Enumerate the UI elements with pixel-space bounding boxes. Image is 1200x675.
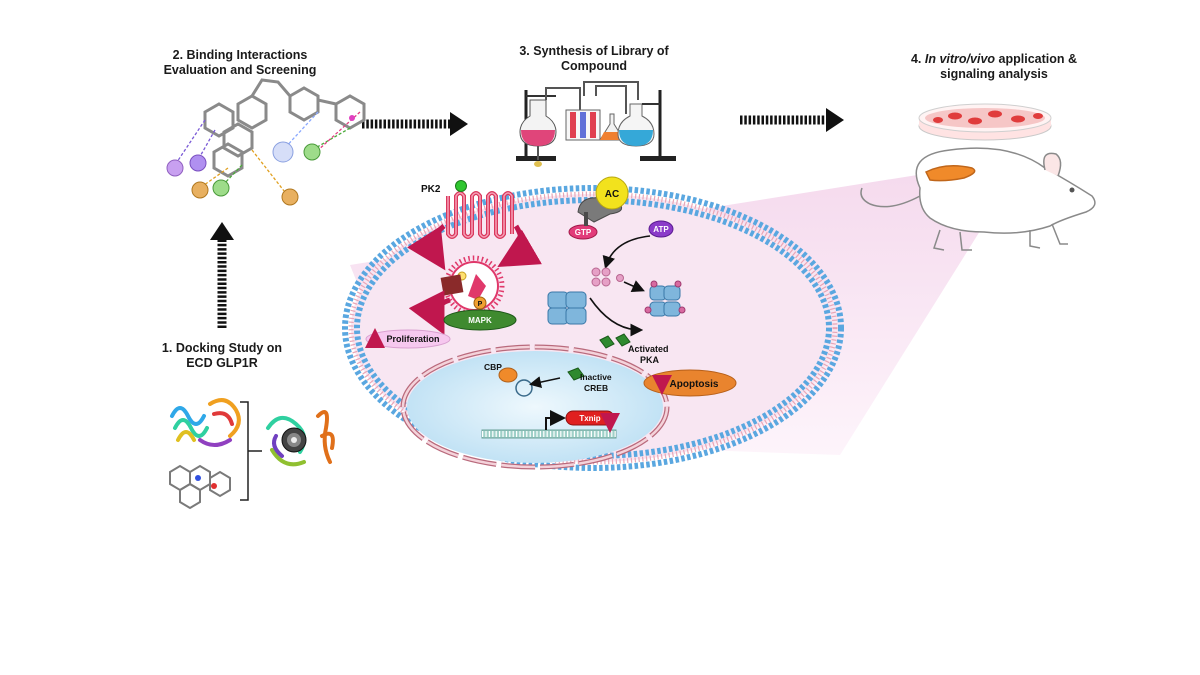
protein-structure-illustration <box>169 398 335 510</box>
dashed-arrow-1-to-2 <box>210 222 234 328</box>
pka-holoenzyme <box>547 291 587 325</box>
step3-line2: Compound <box>561 59 627 73</box>
cbp-shape <box>498 367 518 383</box>
lab-glassware-illustration <box>516 81 676 167</box>
mapk-label: MAPK <box>468 316 492 325</box>
phospho-label: P <box>478 301 483 308</box>
inactive-label: Inactive <box>580 372 612 382</box>
dashed-arrow-2-to-3 <box>362 112 468 136</box>
dna-strand <box>481 410 617 439</box>
txnip-label: Txnip <box>579 414 600 423</box>
step2-line1: 2. Binding Interactions <box>172 48 308 62</box>
camp-cluster <box>591 267 624 287</box>
creb-label: CREB <box>584 383 608 393</box>
creb-to-cbp-arrow <box>529 376 561 388</box>
creb-circle <box>515 379 533 397</box>
step3-line1: 3. Synthesis of Library of <box>519 44 669 58</box>
petri-dish-illustration <box>918 103 1052 141</box>
step2-title: 2. Binding Interactions Evaluation and S… <box>150 48 330 78</box>
phospho-circle <box>473 296 487 310</box>
binding-interaction-illustration <box>166 78 366 206</box>
step4-prefix: 4. <box>910 52 925 66</box>
mapk-ellipse <box>443 309 517 331</box>
nucleus <box>400 344 670 470</box>
step4-line2: signaling analysis <box>940 67 1048 81</box>
pka-activation-arrow <box>589 297 644 337</box>
pk2-receptor <box>446 180 514 239</box>
step4-suffix: application & <box>995 52 1077 66</box>
step4-title: 4. In vitro/vivo application & signaling… <box>884 52 1104 82</box>
pk2-label: PK2 <box>421 184 441 195</box>
step1-line2: ECD GLP1R <box>186 356 258 370</box>
endosome-vesicle <box>440 255 505 317</box>
apoptosis-label: Apoptosis <box>670 379 719 390</box>
dashed-arrow-3-to-4 <box>740 108 844 132</box>
atp-to-camp-arrow <box>602 235 651 270</box>
mouse-illustration <box>860 147 1096 251</box>
step1-title: 1. Docking Study on ECD GLP1R <box>132 341 312 371</box>
pka-label: PKA <box>640 355 660 365</box>
atp-label: ATP <box>653 225 669 234</box>
creb-pka-subunit <box>567 367 585 381</box>
adenylyl-cyclase-complex <box>568 176 674 240</box>
receptor-arrow-left <box>407 224 446 271</box>
cbp-label: CBP <box>484 362 502 372</box>
gtp-label: GTP <box>575 228 592 237</box>
mapk-arrow <box>408 290 451 335</box>
step3-title: 3. Synthesis of Library of Compound <box>494 44 694 74</box>
camp-to-pka-arrow <box>623 280 645 292</box>
activated-label: Activated <box>628 344 669 354</box>
ac-label: AC <box>605 189 619 200</box>
proliferation-label: Proliferation <box>386 334 439 344</box>
step2-line2: Evaluation and Screening <box>163 63 317 77</box>
active-pka-subunits <box>599 333 631 349</box>
receptor-arrow-right <box>497 224 542 268</box>
step4-italic: In vitro/vivo <box>924 52 996 66</box>
pka-regulatory-camp <box>644 280 686 317</box>
step4-line1: 4. In vitro/vivo application & <box>884 52 1104 67</box>
step1-line1: 1. Docking Study on <box>161 341 283 355</box>
